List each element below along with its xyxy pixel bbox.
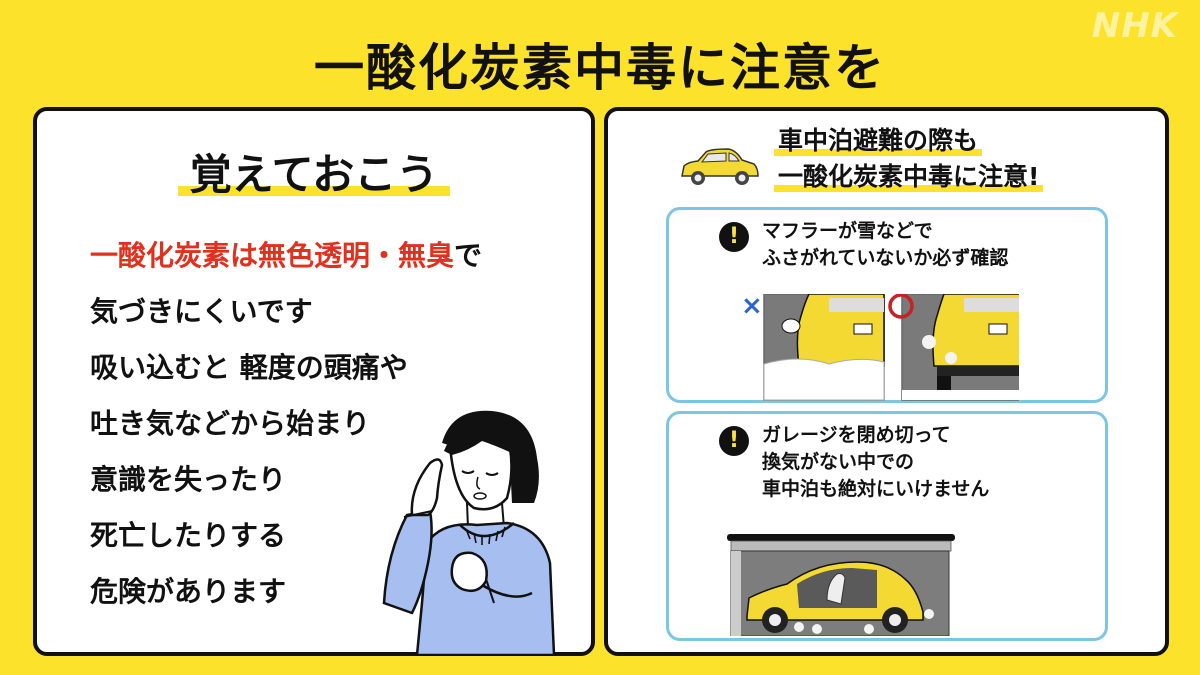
tip-line: マフラーが雪などで	[762, 220, 933, 242]
car-in-garage-illustration	[727, 534, 957, 640]
body-line: 死亡したりする	[90, 519, 287, 552]
tip-line: ガレージを閉め切って	[762, 424, 951, 446]
exclamation-icon: !	[719, 426, 749, 456]
highlight-red-text: 一酸化炭素は無色透明・無臭	[90, 239, 455, 272]
car-sleeping-heading: 車中泊避難の際も 一酸化炭素中毒に注意!	[678, 121, 1118, 211]
muffler-blocked-image	[763, 293, 885, 401]
heading-line: 一酸化炭素中毒に注意!	[774, 159, 1044, 195]
body-line: 吐き気などから始まり	[90, 407, 371, 440]
body-line: 危険があります	[90, 575, 287, 608]
heading-line: 車中泊避難の際も	[774, 123, 983, 159]
woman-headache-illustration	[382, 403, 582, 659]
muffler-clear-image	[901, 293, 1023, 401]
body-line: 吸い込むと 軽度の頭痛や	[90, 351, 408, 384]
tip-line: 換気がない中での	[762, 451, 915, 473]
body-line: 気づきにくいです	[90, 295, 313, 328]
remember-body: 一酸化炭素は無色透明・無臭で 気づきにくいです 吸い込むと 軽度の頭痛や 吐き気…	[90, 236, 482, 628]
tip-line: 車中泊も絶対にいけません	[762, 478, 990, 500]
tip-muffler: ! マフラーが雪などで ふさがれていないか必ず確認 ×	[666, 207, 1108, 403]
exclamation-icon: !	[719, 222, 749, 252]
tip-garage: ! ガレージを閉め切って 換気がない中での 車中泊も絶対にいけません	[666, 411, 1108, 641]
tip-line: ふさがれていないか必ず確認	[762, 247, 1009, 269]
nhk-logo: NHK	[1091, 6, 1178, 46]
body-line-highlight: 一酸化炭素は無色透明・無臭で	[90, 236, 482, 292]
cross-mark-icon: ×	[741, 294, 763, 321]
page-title: 一酸化炭素中毒に注意を	[314, 39, 886, 97]
muffler-comparison: ×	[719, 291, 1023, 406]
remember-card: 覚えておこう 一酸化炭素は無色透明・無臭で 気づきにくいです 吸い込むと 軽度の…	[33, 107, 595, 659]
body-line: 意識を失ったり	[90, 463, 287, 496]
remember-heading-text: 覚えておこう	[177, 141, 451, 202]
highlight-tail-text: で	[454, 239, 483, 272]
car-sleeping-card: 車中泊避難の際も 一酸化炭素中毒に注意! ! マフラーが雪などで ふさがれていな…	[604, 107, 1169, 656]
circle-mark-icon	[888, 293, 914, 319]
car-icon	[681, 148, 759, 185]
remember-heading: 覚えておこう	[37, 141, 591, 202]
